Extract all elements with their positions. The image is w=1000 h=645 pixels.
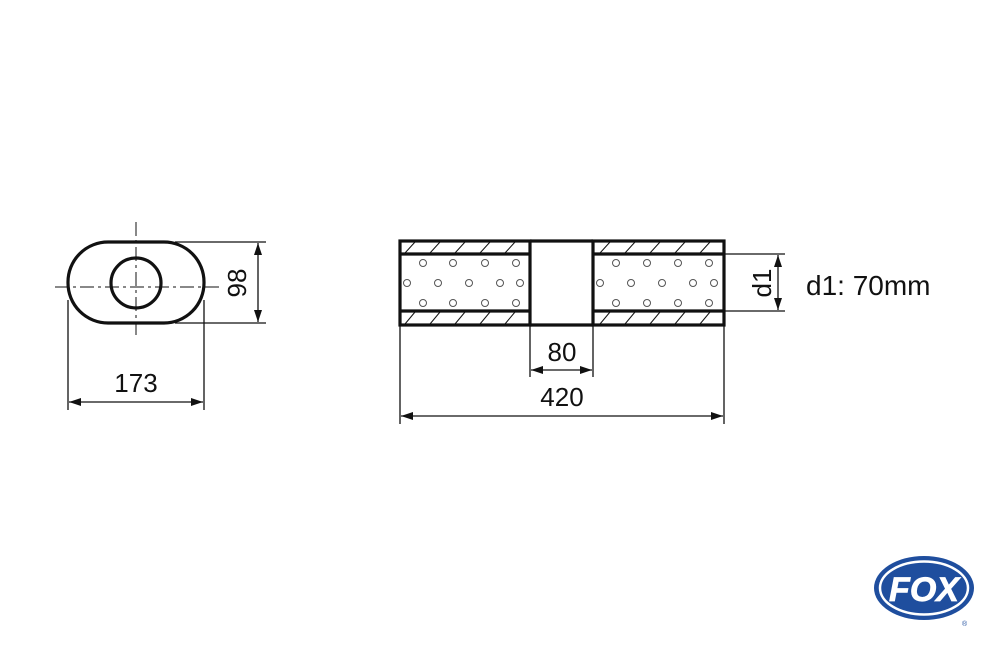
diameter-spec-label: d1: 70mm	[806, 270, 931, 301]
pipe-circle	[109, 256, 163, 310]
end-view: 98 173	[55, 222, 266, 410]
d1-dimension-text: d1	[747, 269, 777, 298]
logo-inner-ellipse	[884, 565, 964, 611]
trademark-symbol: ®	[962, 620, 968, 628]
logo-ring	[878, 560, 970, 616]
height-dimension-text: 98	[222, 269, 252, 298]
left-section-outline	[398, 239, 532, 327]
fox-logo: FOX ®	[874, 556, 974, 628]
width-dimension-text: 173	[114, 368, 157, 398]
side-section-view: d1 80 420	[398, 239, 785, 424]
length-dimension-text: 420	[540, 382, 583, 412]
right-section-outline	[591, 239, 726, 327]
gap-dimension-text: 80	[548, 337, 577, 367]
perforation-holes	[403, 259, 718, 307]
logo-text: FOX	[889, 571, 961, 609]
hatching	[404, 241, 711, 325]
oval-outline	[66, 240, 206, 325]
